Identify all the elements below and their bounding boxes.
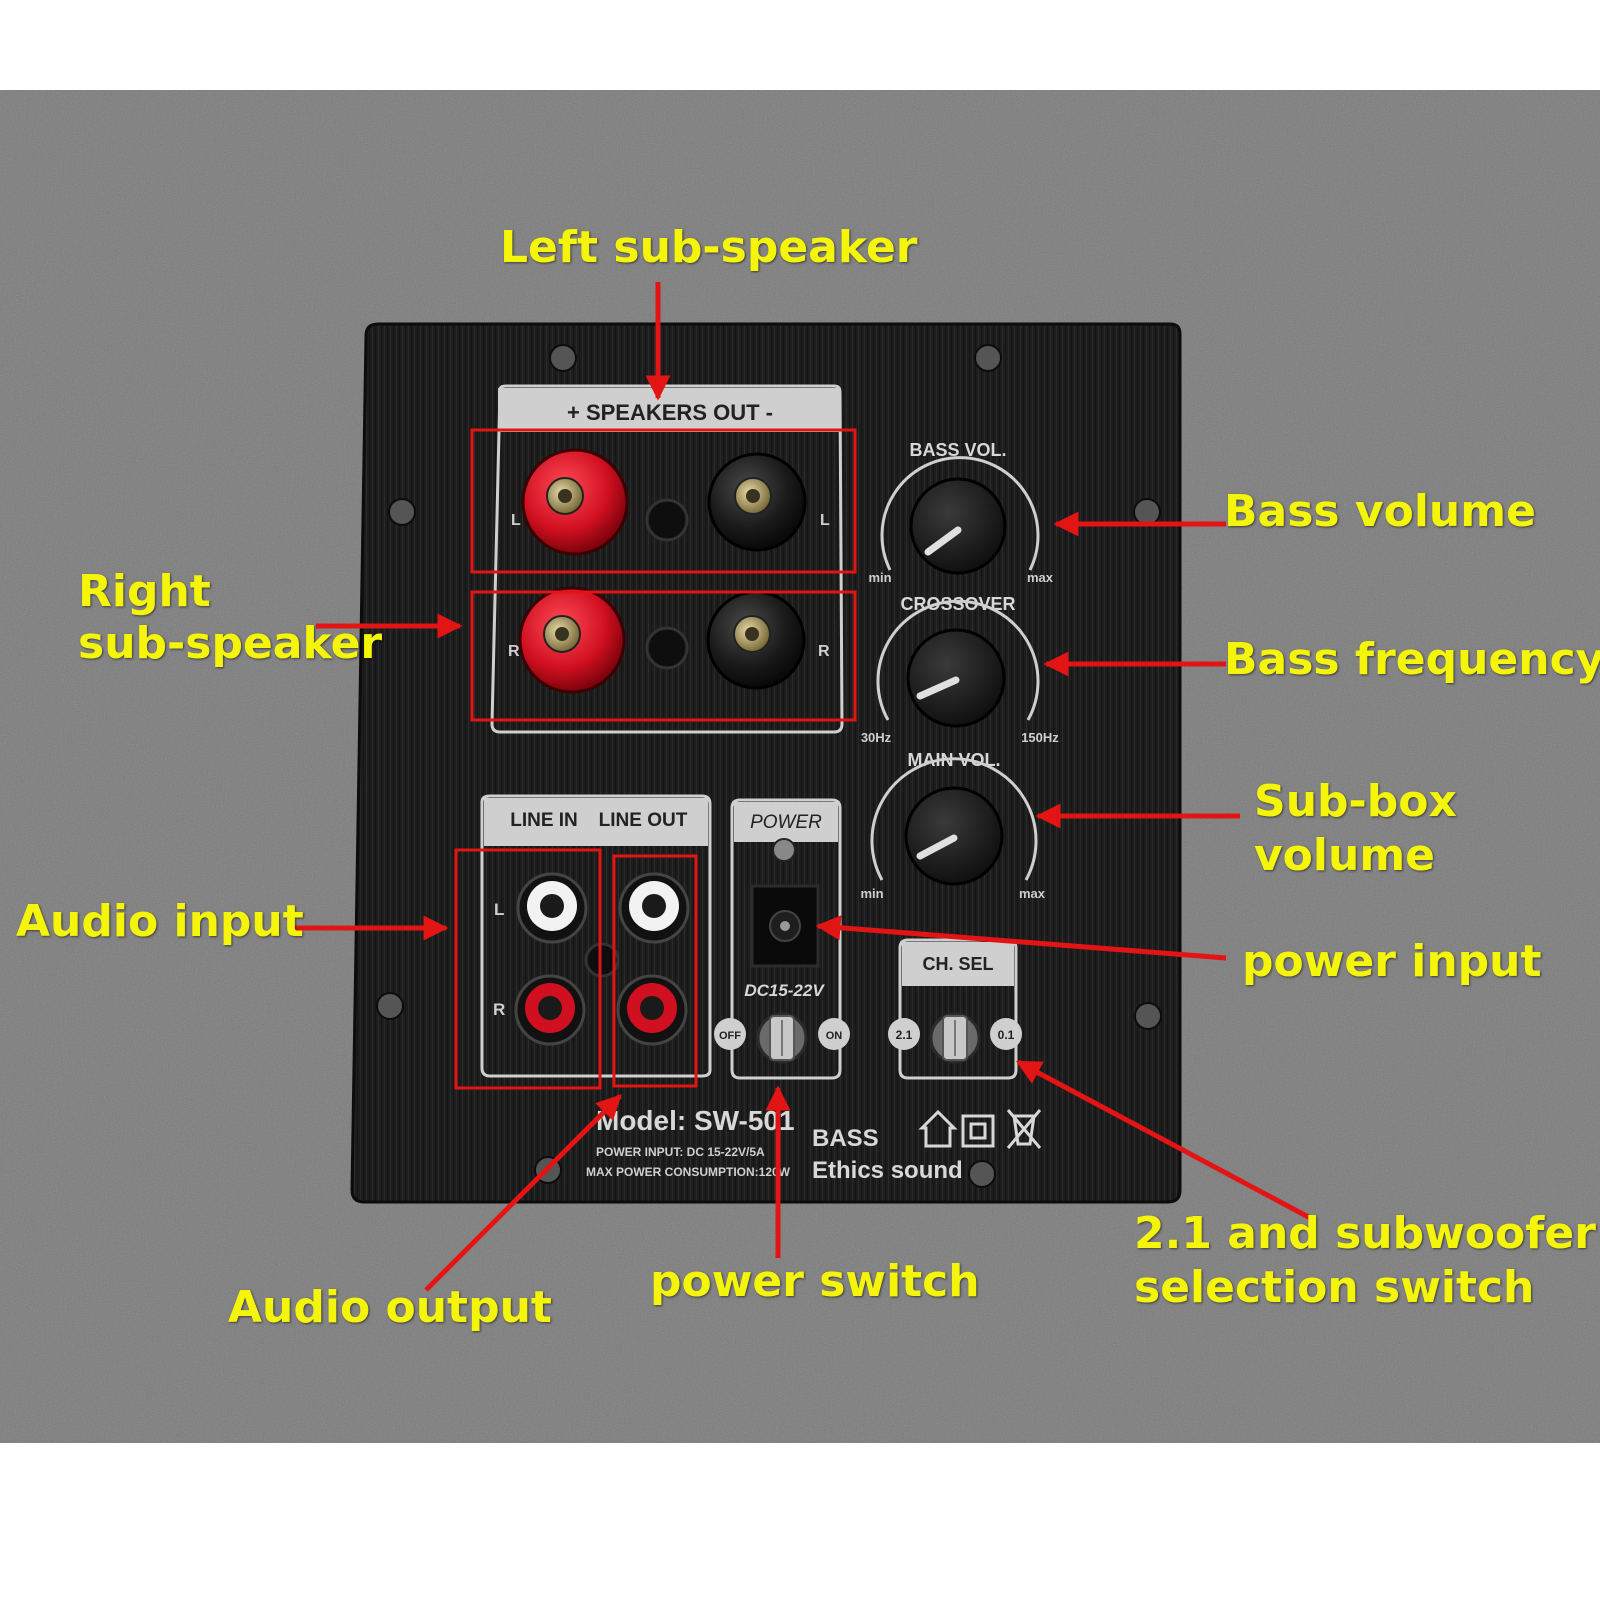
line-out-right-jack[interactable]: [616, 974, 688, 1046]
max-power-spec: MAX POWER CONSUMPTION:120W: [586, 1165, 791, 1179]
callout-audio-output: Audio output: [228, 1282, 552, 1333]
mode-01-label: 0.1: [998, 1028, 1015, 1042]
annotation-arrows: [292, 282, 1316, 1292]
audio-input-highlight: [454, 848, 602, 1090]
line-in-left-jack[interactable]: [516, 872, 588, 944]
main-volume-knob-group: MAIN VOL. min max: [860, 750, 1045, 901]
left-positive-terminal[interactable]: [521, 448, 629, 556]
house-icon: [918, 1109, 958, 1148]
line-out-left-jack[interactable]: [618, 872, 690, 944]
callout-sub-box-volume-line2: volume: [1254, 830, 1436, 881]
callout-power-switch: power switch: [650, 1256, 980, 1307]
power-section: POWER DC15-22V OFF ON: [714, 798, 850, 1080]
callout-right-sub-speaker-line2: sub-speaker: [78, 618, 383, 669]
left-channel-marker: L: [820, 512, 830, 529]
dc-rating-label: DC15-22V: [744, 981, 825, 1000]
bass-volume-knob-group: BASS VOL. min max: [868, 440, 1053, 585]
right-channel-marker: R: [508, 643, 520, 660]
screw: [584, 942, 620, 978]
crossover-label: CROSSOVER: [900, 594, 1015, 614]
power-input-spec: POWER INPUT: DC 15-22V/5A: [596, 1145, 765, 1159]
on-marker: [818, 1018, 850, 1050]
left-channel-marker: L: [511, 512, 521, 529]
speakers-out-label: + SPEAKERS OUT -: [567, 400, 773, 425]
right-channel-marker: R: [493, 1000, 505, 1019]
bass-vol-label: BASS VOL.: [909, 440, 1006, 460]
freq-low-label: 30Hz: [861, 730, 892, 745]
left-sub-speaker-highlight: [470, 428, 857, 574]
callout-audio-input: Audio input: [16, 896, 304, 947]
model-label: Model: SW-501: [596, 1105, 795, 1136]
crossover-knob-group: CROSSOVER 30Hz 150Hz: [861, 594, 1059, 745]
max-label: max: [1027, 570, 1054, 585]
mode-21-marker: [888, 1018, 920, 1050]
double-insulation-icon: [961, 1114, 995, 1148]
ethics-sound-label: Ethics sound: [812, 1157, 963, 1184]
min-label: min: [860, 886, 883, 901]
right-channel-marker: R: [818, 643, 830, 660]
arrow-audio-output: [424, 1094, 622, 1292]
callout-sub-box-volume-line1: Sub-box: [1254, 776, 1457, 827]
audio-output-highlight: [612, 854, 698, 1088]
on-label: ON: [826, 1030, 843, 1042]
screw: [645, 626, 689, 670]
callout-selection-switch-line2: selection switch: [1134, 1262, 1535, 1313]
screw: [645, 498, 689, 542]
callout-bass-frequency: Bass frequency: [1224, 634, 1600, 685]
channel-select-toggle-switch[interactable]: [929, 1012, 981, 1064]
callout-power-input: power input: [1242, 936, 1542, 987]
off-label: OFF: [719, 1030, 741, 1042]
left-negative-terminal[interactable]: [707, 452, 807, 552]
model-info: Model: SW-501 POWER INPUT: DC 15-22V/5A …: [586, 1105, 1042, 1184]
min-label: min: [868, 570, 891, 585]
mounting-hole: [376, 344, 1162, 1188]
line-io-section: LINE IN LINE OUT L R: [454, 794, 712, 1090]
channel-select-section: CH. SEL 2.1 0.1: [888, 938, 1022, 1080]
callout-bass-volume: Bass volume: [1224, 486, 1536, 537]
arrow-power-input: [815, 915, 1227, 961]
callout-right-sub-speaker-line1: Right: [78, 566, 211, 617]
bass-brand-label: BASS: [812, 1125, 879, 1152]
right-negative-terminal[interactable]: [706, 590, 806, 690]
dc-power-jack[interactable]: [750, 884, 820, 968]
arrow-selection-switch: [1015, 1059, 1316, 1223]
right-sub-speaker-highlight: [470, 590, 857, 722]
callout-selection-switch-line1: 2.1 and subwoofer: [1134, 1208, 1596, 1259]
weee-bin-icon: [1006, 1109, 1042, 1149]
freq-high-label: 150Hz: [1021, 730, 1059, 745]
mode-21-label: 2.1: [896, 1028, 913, 1042]
line-out-label: LINE OUT: [599, 810, 688, 831]
line-in-label: LINE IN: [510, 810, 578, 831]
speakers-out-section: + SPEAKERS OUT - L L R R: [470, 384, 857, 734]
off-marker: [714, 1018, 746, 1050]
max-label: max: [1019, 886, 1046, 901]
callout-left-sub-speaker: Left sub-speaker: [500, 222, 918, 273]
mode-01-marker: [990, 1018, 1022, 1050]
power-label: POWER: [750, 812, 822, 833]
power-toggle-switch[interactable]: [756, 1012, 808, 1064]
left-channel-marker: L: [494, 900, 504, 919]
main-volume-knob[interactable]: [904, 786, 1004, 886]
power-led: [772, 838, 796, 862]
right-positive-terminal[interactable]: [518, 586, 626, 694]
ch-sel-label: CH. SEL: [922, 954, 993, 974]
bass-volume-knob[interactable]: [909, 477, 1007, 575]
line-in-right-jack[interactable]: [514, 974, 586, 1046]
crossover-knob[interactable]: [906, 628, 1006, 728]
